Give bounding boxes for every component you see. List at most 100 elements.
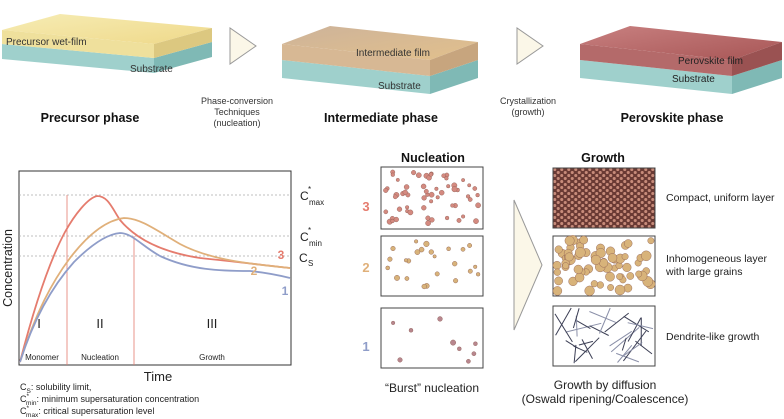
nucleus-particle [453,278,459,284]
dendrite-needle [572,308,580,329]
transition-1-line-3: (nucleation) [213,118,260,128]
cmin-label: C * min [300,226,322,248]
dendrite-needle [621,337,627,351]
nucleus-particle [418,246,425,253]
dendrite-needle [627,317,642,342]
nucleus-particle [441,173,447,178]
arrow-2 [516,27,544,65]
grain-particle [552,286,563,296]
dendrite-needle [609,330,633,347]
cs-label: C S [299,251,313,268]
nucleation-box-frame [380,307,484,369]
transition-2-line-1: Crystallization [500,96,556,106]
dendrite-needle [554,313,573,343]
nucleus-particle [471,351,477,357]
growth-caption-line-2: (Oswald ripening/Coalescence) [522,392,689,406]
nucleus-particle [461,214,466,219]
growth-box-dendrite [552,305,656,367]
nucleus-particle [473,264,478,269]
perovskite-film-top [580,26,782,60]
nucleus-particle [411,170,417,176]
dendrite-needle [578,340,594,346]
transition-2-line-2: (growth) [511,107,544,117]
nucleus-particle [397,357,403,363]
grain-particle [595,248,606,259]
legend: CS: solubility limit, C*min: minimum sup… [20,382,199,419]
stage-precursor: Precursor wet-film Substrate [2,14,212,75]
intermediate-film-side [430,42,478,76]
nucleus-particle [414,249,421,255]
nucleus-particle [439,189,445,196]
nucleus-particle [450,203,455,208]
nucleation-caption: “Burst” nucleation [385,381,479,395]
grain-particle [574,272,585,283]
dendrite-needle [573,344,577,364]
stage-intermediate: Intermediate film Substrate [282,26,478,94]
substrate-label: Substrate [378,81,421,92]
nucleus-particle [421,205,427,211]
substrate-front-face [2,44,154,73]
legend-row-cmin: C*min: minimum supersaturation concentra… [20,393,199,407]
cs-label-sub: S [308,259,313,268]
cmax-label-sub: max [309,198,324,207]
curve-2 [19,217,291,363]
precursor-film-side [154,28,212,58]
nucleus-particle [473,341,478,346]
grain-particle [614,284,626,296]
dendrite-needle [616,352,640,363]
nucleus-particle [423,240,430,247]
nucleus-particle [467,183,472,188]
transition-1: Phase-conversion Techniques (nucleation) [201,96,273,128]
arrow-1 [229,27,257,65]
nucleus-particle [466,358,471,364]
dendrite-needle [574,337,600,362]
nucleus-particle [446,184,451,189]
dendrite-needle [599,307,611,334]
nucleus-particle [451,186,458,193]
lamer-graph: I II III Monomer Nucleation Growth 3 2 1 [18,170,292,366]
growth-row-grains-line-2: with large grains [665,266,742,278]
grain-particle [579,235,589,245]
legend-row-cs: CS: solubility limit, [20,382,91,395]
substrate-label: Substrate [130,64,173,75]
grain-particle [575,247,586,258]
grain-particle [635,270,643,278]
cmin-label-sub: min [309,239,322,248]
nucleus-particle [404,276,410,281]
intermediate-phase-title: Intermediate phase [324,111,438,125]
nucleus-particle [414,239,419,244]
grain-particle [607,284,614,291]
cmax-label-C: C [300,189,309,203]
grain-particle [554,276,563,286]
nucleation-box-1 [380,307,484,369]
nucleus-particle [445,215,450,221]
nucleus-particle [428,249,434,255]
dendrite-needle [604,312,630,333]
nucleus-particle [456,217,462,223]
nucleus-particle [446,246,451,252]
cmin-label-star: * [308,226,311,235]
nucleus-particle [404,258,409,263]
grain-particle [616,273,623,280]
region-nucleation-label: Nucleation [81,353,119,362]
grain-particle [562,262,570,270]
nucleus-particle [396,206,403,212]
growth-row-dendrite-label: Dendrite-like growth [666,331,760,343]
substrate-side-face [154,42,212,73]
intermediate-film-front [282,44,430,76]
nucleus-particle [467,243,472,248]
perovskite-film-front [580,44,732,76]
nucleus-particle [390,172,395,177]
cmin-label-C: C [300,230,309,244]
grain-particle [590,254,601,265]
nucleus-particle [383,209,389,215]
dendrite-needle [555,307,572,336]
nucleus-particle [437,316,443,322]
nucleus-particle [390,245,396,251]
nucleus-particle [393,216,399,223]
precursor-phase-title: Precursor phase [41,111,140,125]
nucleus-particle [429,199,434,204]
nucleation-row-3-number: 3 [362,199,369,214]
